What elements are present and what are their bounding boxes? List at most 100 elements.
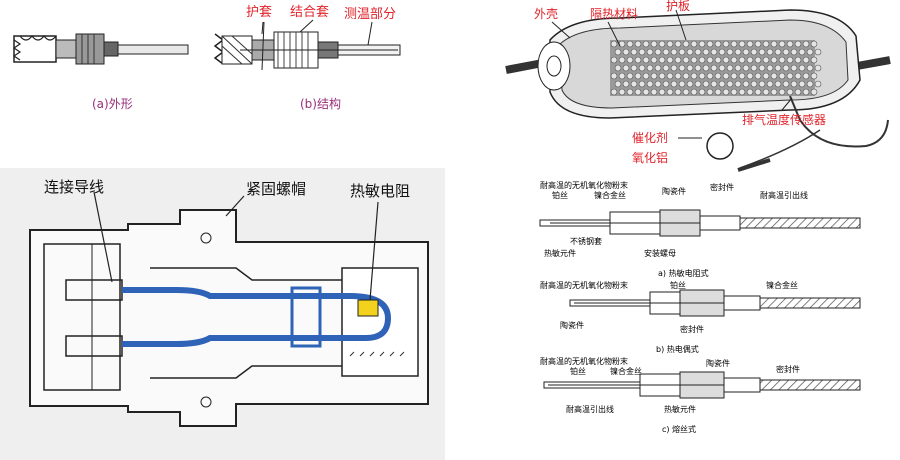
catalyst-pellet [722, 72, 730, 80]
catalyst-pellet [634, 40, 642, 48]
catalyst-pellet [646, 80, 654, 88]
label-alumina: 氧化铝 [632, 150, 668, 165]
catalyst-pellet [662, 80, 670, 88]
catalyst-pellet [614, 48, 622, 56]
catalyst-pellet [794, 88, 802, 96]
catalyst-pellet [766, 48, 774, 56]
sensor-structure-illustration [213, 21, 401, 71]
catalyst-pellet [674, 40, 682, 48]
catalyst-pellet [670, 80, 678, 88]
catalyst-pellet [638, 64, 646, 72]
catalyst-pellet [770, 40, 778, 48]
catalyst-pellet [806, 48, 814, 56]
catalyst-pellet [750, 64, 758, 72]
b-label-pt-wire: 铂丝 [670, 280, 686, 290]
catalyst-pellet [618, 40, 626, 48]
catalyst-pellet [610, 88, 618, 96]
catalyst-pellet [710, 80, 718, 88]
catalyst-pellet [714, 56, 722, 64]
catalyst-pellet [662, 48, 670, 56]
catalyst-pellet [666, 40, 674, 48]
catalyst-pellet [790, 80, 798, 88]
label-insulation: 隔热材料 [590, 7, 638, 21]
catalyst-pellet [782, 48, 790, 56]
catalyst-pellet [746, 72, 754, 80]
catalyst-pellet [762, 40, 770, 48]
b-label-alloy-wire: 镍合金丝 [766, 280, 798, 290]
b-label-ceramic: 陶瓷件 [560, 320, 584, 330]
catalyst-pellet [714, 40, 722, 48]
catalyst-pellet [658, 88, 666, 96]
label-fastening-nut: 紧固螺帽 [246, 180, 306, 198]
catalyst-pellet [706, 56, 714, 64]
catalyst-pellet [794, 56, 802, 64]
catalyst-pellet [682, 72, 690, 80]
label-thermistor: 热敏电阻 [350, 182, 410, 200]
catalyst-pellet [722, 56, 730, 64]
catalyst-pellet [702, 64, 710, 72]
catalyst-pellet [794, 40, 802, 48]
catalyst-pellet [654, 48, 662, 56]
catalyst-pellet [614, 64, 622, 72]
catalyst-pellet [734, 48, 742, 56]
catalyst-pellet [770, 72, 778, 80]
catalyst-pellet [650, 72, 658, 80]
a-caption: a) 热敏电阻式 [658, 268, 709, 278]
cutaway-panel: 连接导线 紧固螺帽 热敏电阻 [0, 168, 445, 460]
c-label-alloy-wire: 镍合金丝 [610, 366, 642, 376]
catalyst-pellet [762, 56, 770, 64]
lead-wires [122, 287, 392, 347]
catalyst-pellet [778, 56, 786, 64]
catalyst-pellet [794, 72, 802, 80]
catalyst-pellet [730, 88, 738, 96]
b-label-seal: 密封件 [680, 324, 704, 334]
catalyst-pellet [626, 72, 634, 80]
a-label-pt-wire: 铂丝 [552, 190, 568, 200]
catalyst-pellet [754, 72, 762, 80]
b-label-powder: 耐高温的无机氧化物粉末 [540, 280, 628, 290]
catalyst-pellet [714, 88, 722, 96]
catalyst-pellet [802, 40, 810, 48]
catalyst-pellet [706, 40, 714, 48]
catalyst-pellet [758, 80, 766, 88]
catalyst-pellet [618, 88, 626, 96]
catalyst-pellet [778, 72, 786, 80]
catalyst-pellet [670, 48, 678, 56]
catalyst-pellet [738, 88, 746, 96]
catalyst-pellet [686, 48, 694, 56]
catalyst-pellet [694, 48, 702, 56]
sensor-views-panel: 护套 结合套 测温部分 (a)外形 (b)结构 [0, 0, 440, 160]
catalyst-pellet [650, 40, 658, 48]
catalyst-pellet [718, 64, 726, 72]
catalyst-pellet [746, 88, 754, 96]
catalyst-pellet [750, 80, 758, 88]
catalyst-pellet [730, 40, 738, 48]
catalyst-pellet [650, 56, 658, 64]
catalyst-pellet [642, 72, 650, 80]
a-label-powder: 耐高温的无机氧化物粉末 [540, 180, 628, 190]
catalyst-pellet [626, 88, 634, 96]
catalyst-pellet [694, 64, 702, 72]
thermistor-type-sensor [539, 209, 861, 237]
catalyst-pellet [750, 48, 758, 56]
catalyst-pellet [646, 64, 654, 72]
catalyst-pellet [634, 88, 642, 96]
catalyst-pellet [666, 88, 674, 96]
catalyst-pellet [806, 64, 814, 72]
catalyst-pellet [798, 48, 806, 56]
catalyst-pellet [810, 72, 818, 80]
catalyst-pellet [682, 56, 690, 64]
catalyst-pellet [674, 56, 682, 64]
catalyst-pellet [730, 56, 738, 64]
catalyst-pellet [746, 40, 754, 48]
catalyst-pellet [758, 48, 766, 56]
catalyst-pellet [666, 72, 674, 80]
catalyst-pellet [710, 64, 718, 72]
catalyst-pellet [630, 80, 638, 88]
catalyst-pellet [782, 64, 790, 72]
catalyst-pellet [778, 40, 786, 48]
catalyst-pellet [786, 40, 794, 48]
a-label-ceramic: 陶瓷件 [662, 186, 686, 196]
a-label-alloy-wire: 镍合金丝 [594, 190, 626, 200]
a-label-nut: 安装螺母 [644, 248, 676, 258]
